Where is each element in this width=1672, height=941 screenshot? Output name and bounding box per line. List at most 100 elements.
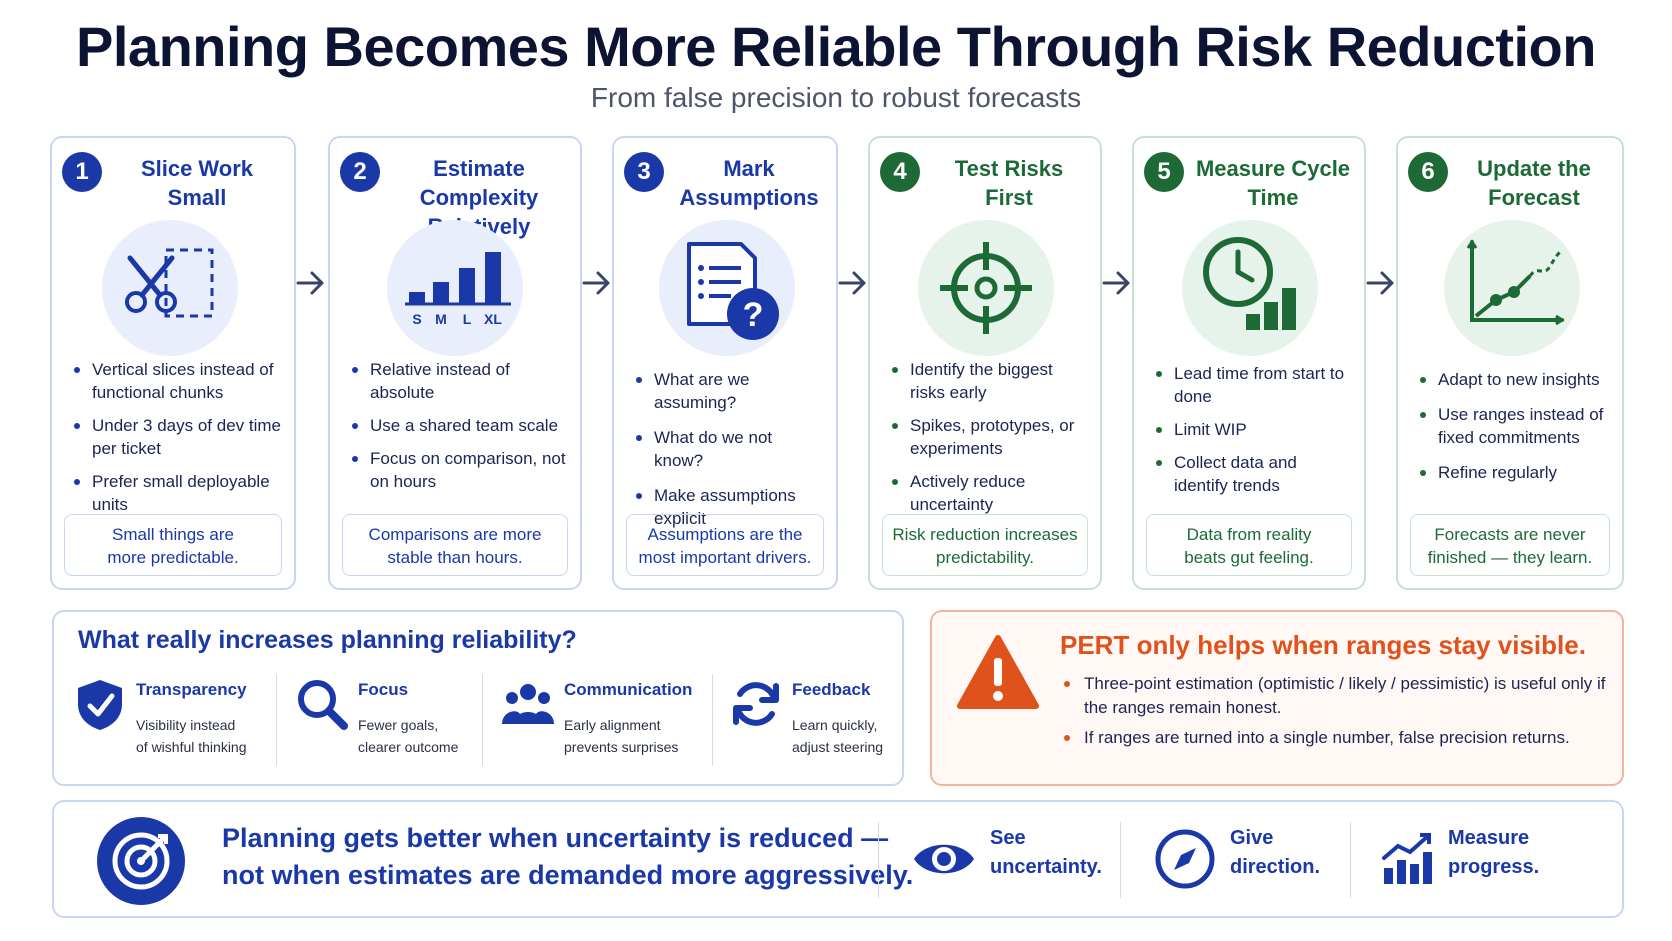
bullet: Adapt to new insights bbox=[1416, 368, 1610, 391]
warning-icon bbox=[957, 635, 1039, 709]
step-number: 5 bbox=[1144, 152, 1184, 192]
arrow-right-icon bbox=[838, 271, 866, 295]
step-bullets: Lead time from start to done Limit WIP C… bbox=[1152, 362, 1352, 507]
bullet: Lead time from start to done bbox=[1152, 362, 1352, 408]
step-number: 1 bbox=[62, 152, 102, 192]
size-label-m: M bbox=[435, 311, 447, 327]
bullet: Use a shared team scale bbox=[348, 414, 568, 437]
arrow-right-icon bbox=[582, 271, 610, 295]
size-label-s: S bbox=[412, 311, 421, 327]
svg-text:?: ? bbox=[743, 296, 764, 334]
step-number: 4 bbox=[880, 152, 920, 192]
bullet: Actively reduce uncertainty bbox=[888, 470, 1088, 516]
eye-icon bbox=[914, 844, 974, 874]
arrow-right-icon bbox=[1366, 271, 1394, 295]
step-number: 2 bbox=[340, 152, 380, 192]
bullet: Spikes, prototypes, or experiments bbox=[888, 414, 1088, 460]
step-bullets: Vertical slices instead of functional ch… bbox=[70, 358, 282, 526]
divider bbox=[1120, 822, 1121, 898]
scissors-icon bbox=[102, 220, 238, 356]
summary-banner: Planning gets better when uncertainty is… bbox=[52, 800, 1624, 918]
step-card-estimate-complexity: 2 Estimate ComplexityRelatively S M L XL… bbox=[328, 136, 582, 590]
bullet: What are we assuming? bbox=[632, 368, 824, 414]
bullet: What do we not know? bbox=[632, 426, 824, 472]
bullet: Collect data and identify trends bbox=[1152, 451, 1352, 497]
page-title: Planning Becomes More Reliable Through R… bbox=[76, 15, 1596, 78]
size-label-xl: XL bbox=[484, 311, 502, 327]
factor-title: Focus bbox=[358, 680, 409, 699]
step-bullets: Adapt to new insights Use ranges instead… bbox=[1416, 368, 1610, 494]
divider bbox=[1350, 822, 1351, 898]
size-label-l: L bbox=[463, 311, 472, 327]
bullet: Identify the biggest risks early bbox=[888, 358, 1088, 404]
divider bbox=[482, 674, 483, 766]
step-number: 6 bbox=[1408, 152, 1448, 192]
banner-message: Planning gets better when uncertainty is… bbox=[222, 823, 914, 890]
step-bullets: Identify the biggest risks early Spikes,… bbox=[888, 358, 1088, 526]
clock-bars-icon bbox=[1182, 220, 1318, 356]
compass-icon bbox=[1155, 829, 1215, 889]
magnifier-icon bbox=[298, 680, 348, 730]
bullet: Relative instead of absolute bbox=[348, 358, 568, 404]
step-bullets: What are we assuming? What do we not kno… bbox=[632, 368, 824, 540]
step-number: 3 bbox=[624, 152, 664, 192]
factor-title: Transparency bbox=[136, 680, 247, 699]
divider bbox=[712, 674, 713, 766]
target-crosshair-icon bbox=[918, 220, 1054, 356]
shield-icon bbox=[78, 680, 122, 730]
pert-panel: PERT only helps when ranges stay visible… bbox=[930, 610, 1624, 786]
people-icon bbox=[502, 684, 554, 724]
refresh-icon bbox=[733, 682, 779, 726]
step-bullets: Relative instead of absolute Use a share… bbox=[348, 358, 568, 503]
bullet: Prefer small deployable units bbox=[70, 470, 282, 516]
pert-title: PERT only helps when ranges stay visible… bbox=[1060, 630, 1586, 660]
divider bbox=[878, 822, 879, 898]
bar-chart-sizes-icon: S M L XL bbox=[387, 220, 523, 356]
bullet: Under 3 days of dev time per ticket bbox=[70, 414, 282, 460]
factor-title: Communication bbox=[564, 680, 693, 699]
divider bbox=[276, 674, 277, 766]
bullet: Vertical slices instead of functional ch… bbox=[70, 358, 282, 404]
factor-focus: Focus Fewer goals,clearer outcome bbox=[294, 670, 484, 770]
bullet: If ranges are turned into a single numbe… bbox=[1060, 726, 1610, 750]
bullet: Make assumptions explicit bbox=[632, 484, 824, 530]
growth-chart-icon bbox=[1382, 833, 1432, 884]
document-question-icon: ? bbox=[659, 220, 795, 356]
bullet: Focus on comparison, not on hours bbox=[348, 447, 568, 493]
target-arrow-icon bbox=[97, 817, 185, 905]
factor-desc: Learn quickly,adjust steering bbox=[792, 717, 884, 755]
bullet: Three-point estimation (optimistic / lik… bbox=[1060, 672, 1610, 720]
arrow-right-icon bbox=[1102, 271, 1130, 295]
page-subtitle: From false precision to robust forecasts bbox=[590, 82, 1082, 113]
bullet: Use ranges instead of fixed commitments bbox=[1416, 403, 1610, 449]
pert-bullets: Three-point estimation (optimistic / lik… bbox=[1060, 672, 1610, 756]
bullet: Refine regularly bbox=[1416, 461, 1610, 484]
factor-title: Feedback bbox=[792, 680, 871, 699]
reliability-title: What really increases planning reliabili… bbox=[78, 626, 577, 654]
bullet: Limit WIP bbox=[1152, 418, 1352, 441]
reliability-panel: What really increases planning reliabili… bbox=[52, 610, 904, 786]
factor-desc: Fewer goals,clearer outcome bbox=[358, 717, 459, 755]
